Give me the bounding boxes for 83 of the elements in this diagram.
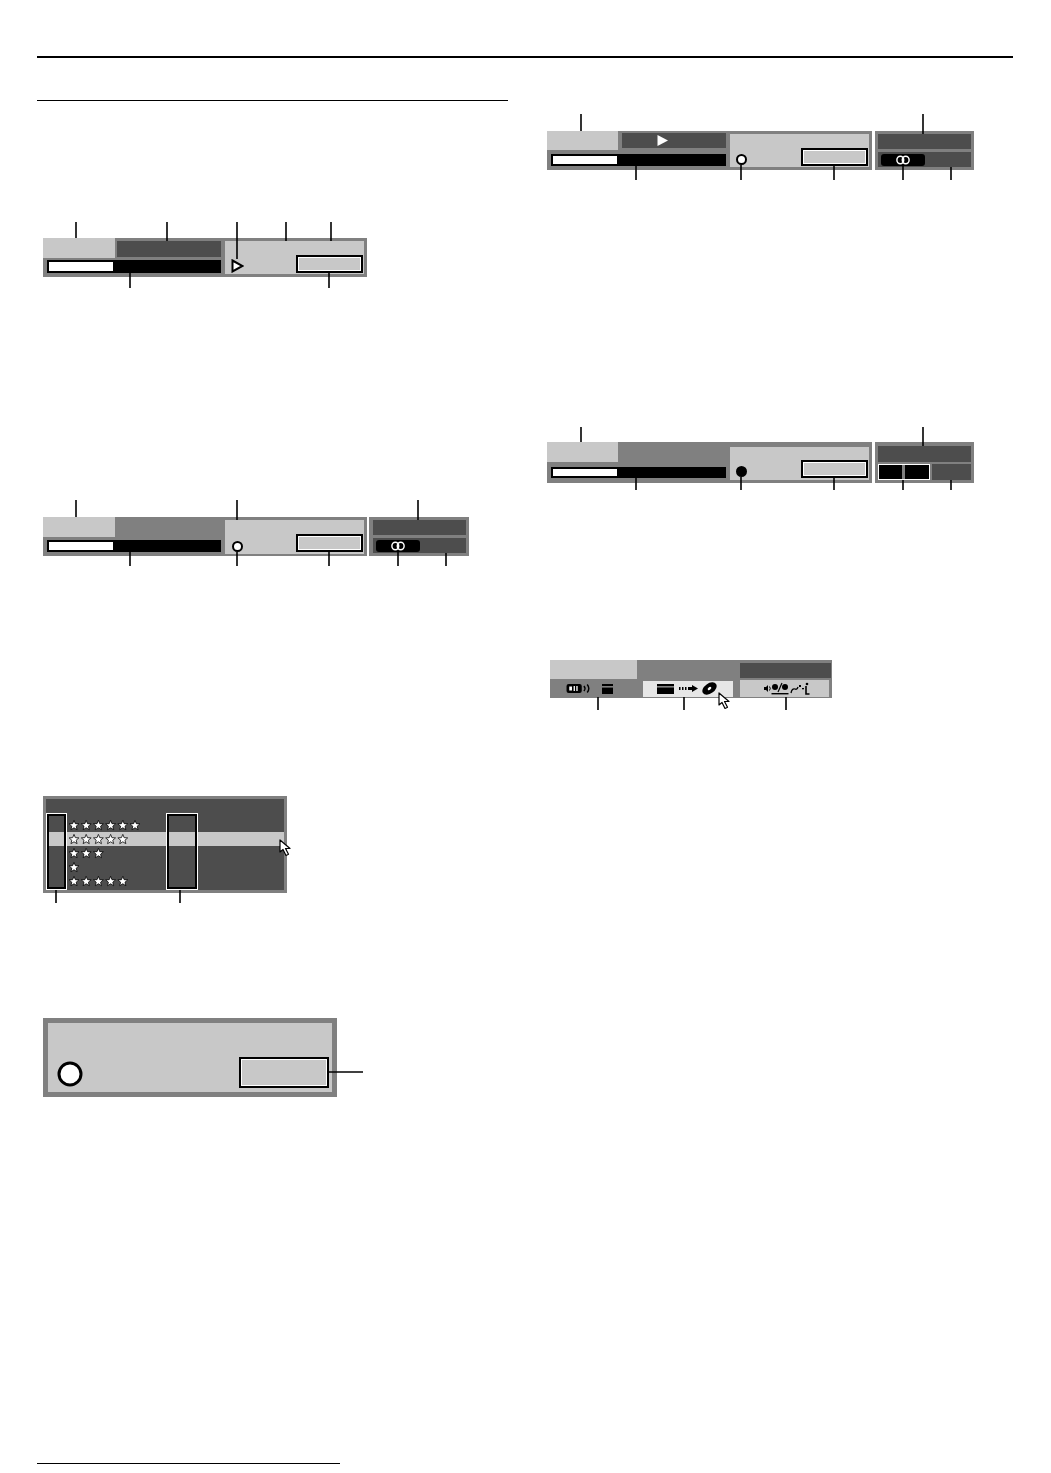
leader-line <box>328 551 330 567</box>
menu-segment <box>740 680 829 697</box>
leader-line <box>236 221 238 260</box>
segment-indicator <box>878 464 930 480</box>
leader-line <box>397 551 399 567</box>
leader-line <box>635 477 637 491</box>
status-row <box>932 464 971 480</box>
status-display-bar <box>547 442 872 483</box>
dot-icon <box>736 466 747 477</box>
leader-line <box>785 696 787 711</box>
status-display-bar <box>43 238 367 277</box>
progress-bar <box>551 154 726 166</box>
title-bar <box>878 134 971 149</box>
display-frame <box>296 255 363 273</box>
leader-line <box>833 165 835 181</box>
leader-line <box>236 499 238 521</box>
menu-bar <box>550 660 832 698</box>
status-display-bar <box>43 517 367 556</box>
leader-line <box>129 551 131 567</box>
leader-line <box>922 426 924 447</box>
progress-bar <box>47 260 221 273</box>
audio-indicator <box>376 540 420 552</box>
status-display-bar <box>547 131 872 170</box>
leader-line <box>166 221 168 242</box>
mode-tab <box>547 442 618 462</box>
leader-line <box>740 164 742 181</box>
title-bar <box>117 241 221 257</box>
leader-line <box>236 551 238 567</box>
selected-menu-segment <box>643 681 733 697</box>
leader-line <box>55 889 57 904</box>
progress-bar <box>551 467 726 478</box>
mode-tab <box>547 131 618 150</box>
menu-tab <box>550 660 637 679</box>
side-panel <box>875 131 974 170</box>
audio-indicator <box>881 154 925 166</box>
leader-line <box>950 479 952 491</box>
leader-line <box>580 113 582 132</box>
leader-line <box>683 696 685 711</box>
leader-line <box>328 272 330 289</box>
display-frame <box>239 1057 329 1088</box>
leader-line <box>179 889 181 904</box>
circle-icon <box>736 154 747 165</box>
leader-line <box>597 696 599 711</box>
progress-bar <box>47 540 221 552</box>
leader-line <box>75 499 77 518</box>
leader-line <box>902 165 904 181</box>
title-bar <box>740 663 831 678</box>
leader-line <box>922 113 924 135</box>
mode-tab <box>43 238 115 258</box>
column-frame <box>46 813 67 890</box>
side-panel <box>369 517 469 556</box>
side-panel <box>875 442 974 483</box>
status-row <box>878 152 971 167</box>
status-row <box>373 538 466 553</box>
leader-line <box>445 552 447 567</box>
dialog-panel <box>43 1018 337 1097</box>
leader-line <box>75 221 77 239</box>
info-panel <box>730 134 869 167</box>
leader-line <box>417 499 419 521</box>
mode-tab <box>43 517 115 537</box>
info-panel <box>730 447 869 480</box>
leader-line <box>635 165 637 181</box>
title-bar <box>878 446 971 462</box>
leader-line <box>330 221 332 242</box>
leader-line <box>580 426 582 443</box>
leader-line <box>129 272 131 289</box>
circle-icon <box>232 541 243 552</box>
leader-line <box>902 479 904 491</box>
leader-line <box>833 477 835 491</box>
play-icon <box>231 259 244 273</box>
title-bar <box>622 133 726 148</box>
list-panel <box>43 796 287 893</box>
display-frame <box>801 148 868 166</box>
display-frame <box>296 534 363 552</box>
leader-line <box>328 1071 364 1073</box>
info-panel <box>225 520 364 554</box>
display-frame <box>801 460 868 478</box>
info-panel <box>225 241 364 274</box>
column-frame <box>166 813 198 890</box>
leader-line <box>285 221 287 242</box>
leader-line <box>740 476 742 491</box>
title-bar <box>373 520 466 535</box>
leader-line <box>950 166 952 181</box>
